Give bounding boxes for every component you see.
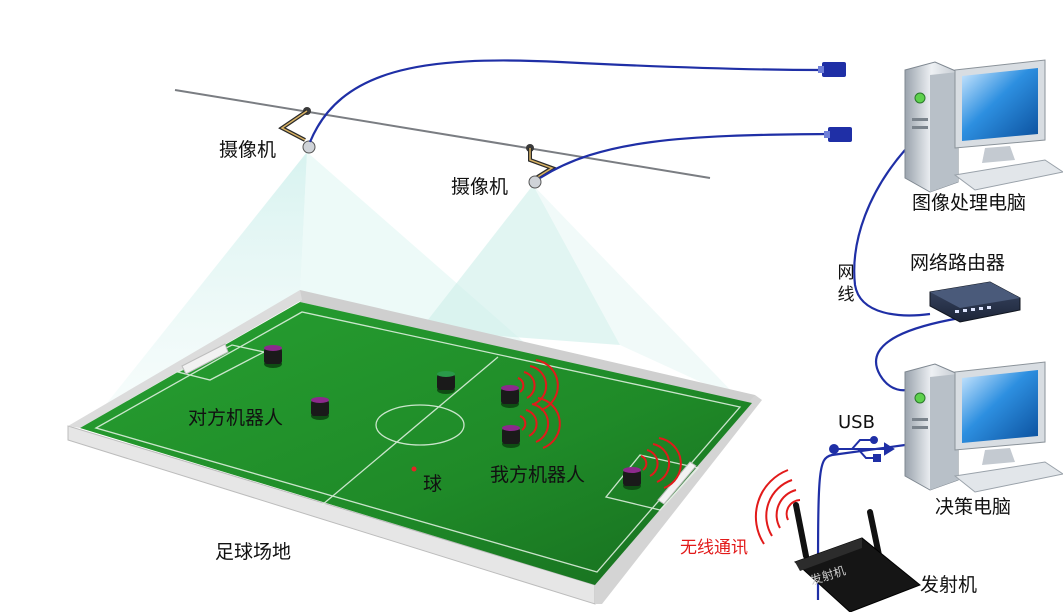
field-wall-left bbox=[68, 290, 302, 428]
screen-2 bbox=[962, 370, 1038, 443]
usb-icon bbox=[829, 436, 895, 462]
opponent-robots-label: 对方机器人 bbox=[188, 407, 284, 429]
opponent-robot-2-icon bbox=[311, 397, 329, 420]
camera-1-cable bbox=[308, 59, 823, 143]
camera-2 bbox=[526, 144, 557, 189]
image-processing-computer-icon bbox=[904, 59, 1063, 193]
camera-rail bbox=[174, 89, 711, 179]
camera-1-label: 摄像机 bbox=[219, 139, 277, 161]
transmitter-icon bbox=[793, 502, 921, 613]
router-label: 网络路由器 bbox=[910, 252, 1006, 274]
ball-label: 球 bbox=[423, 473, 443, 495]
ball-icon bbox=[411, 466, 417, 472]
camera-2-view-cone bbox=[420, 185, 620, 345]
field-markings bbox=[94, 311, 742, 573]
soccer-field bbox=[67, 290, 762, 605]
goal-left bbox=[181, 343, 229, 375]
robot-1-signal-icon bbox=[517, 377, 525, 393]
robots bbox=[264, 345, 641, 490]
camera-1-icon bbox=[302, 140, 316, 154]
keyboard-1 bbox=[953, 159, 1063, 191]
camera-1-view-cone bbox=[95, 152, 307, 418]
camera-2-icon bbox=[528, 175, 542, 189]
wireless-label: 无线通讯 bbox=[680, 538, 748, 558]
decision-computer-icon bbox=[904, 361, 1063, 493]
network-cable-label-char-1: 网 bbox=[837, 263, 855, 283]
keyboard-2 bbox=[953, 461, 1063, 493]
network-cable-lower bbox=[875, 316, 961, 392]
decision-pc-label: 决策电脑 bbox=[935, 496, 1012, 518]
usb-label: USB bbox=[838, 412, 875, 433]
our-robot-3-icon bbox=[623, 467, 641, 490]
usb-plug-2-icon bbox=[828, 127, 852, 142]
our-robot-2-icon bbox=[502, 425, 520, 448]
robot-3-signal-icon bbox=[640, 455, 648, 471]
camera-2-label: 摄像机 bbox=[451, 176, 509, 198]
camera-2-view-cone-right bbox=[533, 185, 740, 400]
field-label: 足球场地 bbox=[215, 541, 292, 563]
field-wall-right bbox=[595, 395, 762, 604]
antenna-left bbox=[793, 502, 809, 559]
robot-signal-waves bbox=[517, 359, 682, 489]
camera-2-cable bbox=[539, 132, 829, 179]
wireless-signal-icon bbox=[754, 469, 801, 545]
opponent-robot-1-icon bbox=[264, 345, 282, 368]
our-robots-label: 我方机器人 bbox=[490, 464, 586, 486]
usb-plug-1-icon bbox=[822, 62, 846, 77]
network-cable-upper bbox=[853, 149, 931, 317]
network-cable-label: 网 线 bbox=[836, 262, 856, 306]
screen-1 bbox=[962, 68, 1038, 141]
camera-1-view-cone-right bbox=[300, 152, 590, 400]
image-pc-label: 图像处理电脑 bbox=[912, 192, 1027, 214]
opponent-robot-3-icon bbox=[437, 371, 455, 394]
network-cable-label-char-2: 线 bbox=[837, 285, 855, 305]
transmitter-label: 发射机 bbox=[920, 574, 978, 596]
camera-1 bbox=[278, 107, 316, 154]
router-icon bbox=[929, 281, 1021, 323]
camera-view-cones bbox=[95, 152, 740, 418]
robot-2-signal-icon bbox=[519, 415, 527, 431]
our-robot-1-icon bbox=[501, 385, 519, 408]
